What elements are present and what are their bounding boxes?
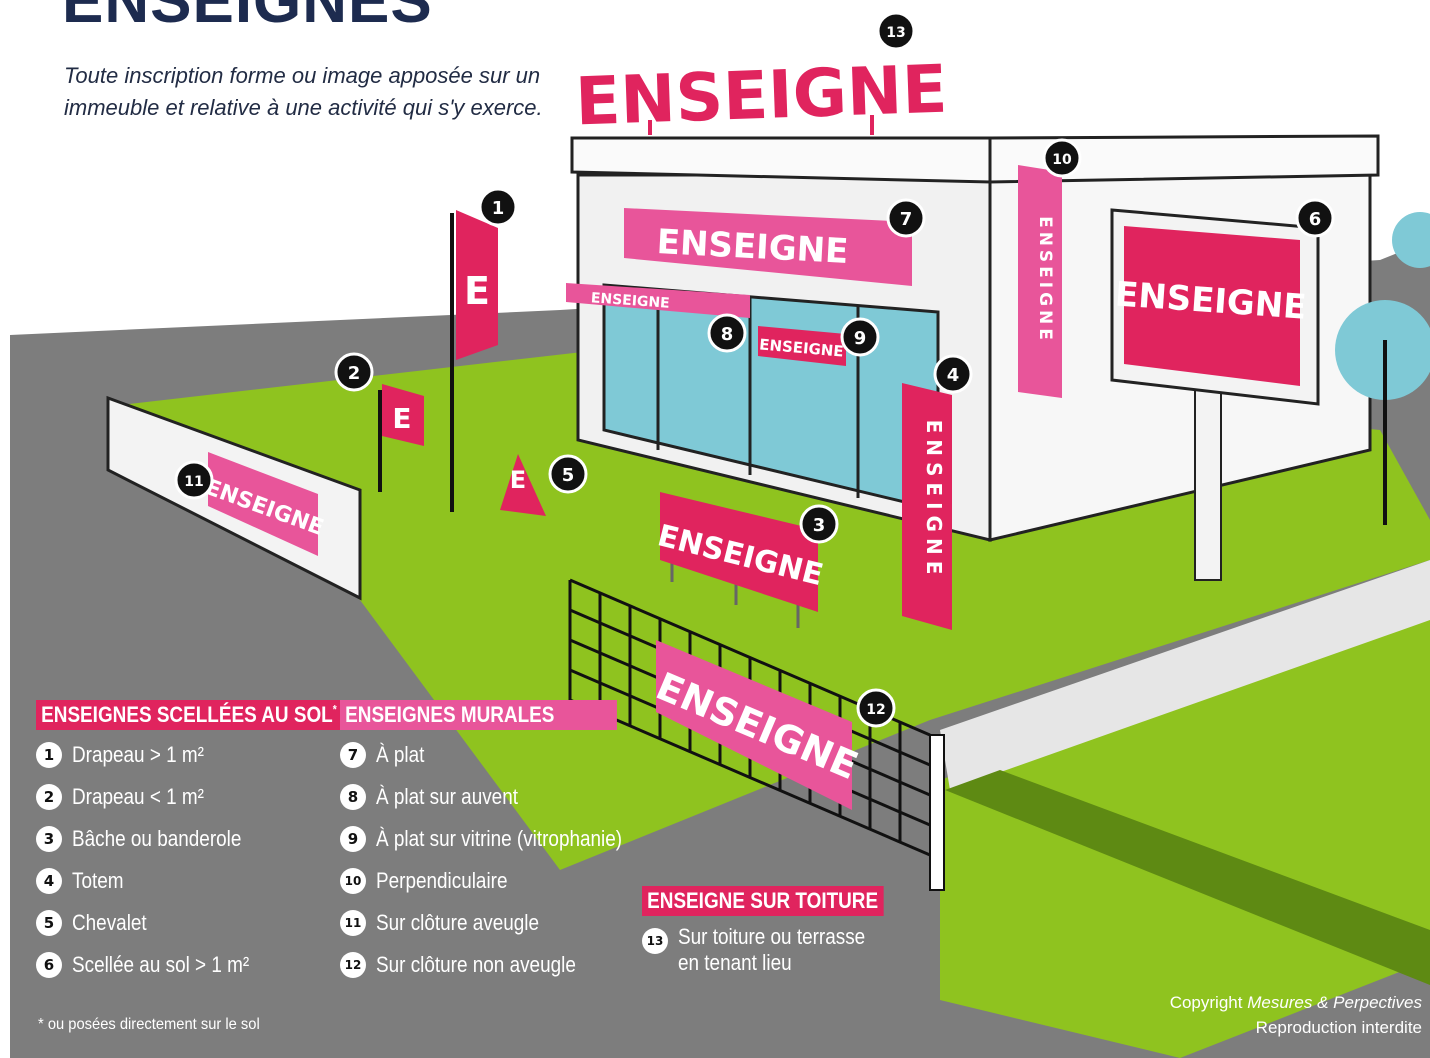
legend-wall-heading: ENSEIGNES MURALES — [340, 700, 618, 730]
billboard-post — [1194, 379, 1222, 581]
subtitle: Toute inscription forme ou image apposée… — [64, 63, 543, 120]
legend-roof-heading: ENSEIGNE SUR TOITURE — [642, 886, 884, 916]
marker-9: 9 — [840, 317, 880, 357]
sign-label: 8 — [721, 324, 734, 345]
sign-banner — [660, 492, 818, 612]
path — [940, 560, 1430, 790]
sign-window-sticker — [758, 326, 846, 366]
sign-roof-text: ENSEIGNE — [574, 51, 948, 141]
sign-label: 6 — [1309, 209, 1322, 230]
lawn-lower — [940, 610, 1430, 1058]
sign-open-fence — [656, 640, 852, 810]
sign-label: E — [392, 402, 411, 435]
legend-roof: ENSEIGNE SUR TOITURE 13 Sur toiture ou t… — [642, 886, 923, 976]
sign-easel — [500, 454, 546, 516]
marker-6: 6 — [1295, 198, 1335, 238]
sign-label: E — [464, 269, 490, 313]
sign-perpendicular — [1018, 165, 1062, 398]
legend-item: 13 Sur toiture ou terrasse en tenant lie… — [642, 924, 923, 976]
flag-large — [456, 210, 498, 360]
sign-label: 10 — [1052, 152, 1072, 168]
roof-side — [988, 134, 1380, 184]
marker-5: 5 — [548, 454, 588, 494]
sign-label: E — [510, 466, 526, 494]
marker-11: 11 — [174, 460, 214, 500]
sign-label: 3 — [813, 515, 826, 536]
page-title: ENSEIGNES — [62, 0, 433, 36]
sign-totem — [902, 383, 952, 630]
marker-2: 2 — [334, 352, 374, 392]
sign-label: 12 — [866, 702, 885, 718]
sign-label: ENSEIGNE — [922, 420, 946, 581]
sign-label: ENSEIGNE — [590, 290, 670, 311]
copyright: Copyright Mesures & Perpectives Reproduc… — [1169, 993, 1422, 1037]
sign-awning — [566, 283, 750, 318]
marker-8: 8 — [707, 313, 747, 353]
sign-label: 11 — [184, 474, 203, 490]
sign-label: 13 — [886, 25, 905, 41]
marker-13: 13 — [876, 11, 916, 51]
sign-blind-fence — [208, 452, 318, 556]
marker-1: 1 — [478, 187, 518, 227]
hedge — [945, 770, 1430, 985]
footnote: * ou posées directement sur le sol — [38, 1016, 260, 1033]
sign-flat-wall — [624, 208, 912, 286]
sign-label: 5 — [562, 465, 575, 486]
sign-label: 7 — [900, 209, 913, 230]
marker-3: 3 — [799, 504, 839, 544]
sign-label: ENSEIGNE — [1035, 216, 1055, 344]
sign-label: 2 — [348, 363, 361, 384]
marker-7: 7 — [886, 198, 926, 238]
sign-label: 1 — [492, 198, 505, 219]
legend-ground-heading: ENSEIGNES SCELLÉES AU SOL* — [36, 700, 342, 730]
sign-label: 9 — [854, 328, 867, 349]
marker-10: 10 — [1042, 138, 1082, 178]
sign-billboard — [1124, 226, 1300, 386]
flag-small — [382, 384, 424, 446]
sign-label: 4 — [947, 365, 960, 386]
marker-4: 4 — [933, 354, 973, 394]
marker-12: 12 — [856, 688, 896, 728]
